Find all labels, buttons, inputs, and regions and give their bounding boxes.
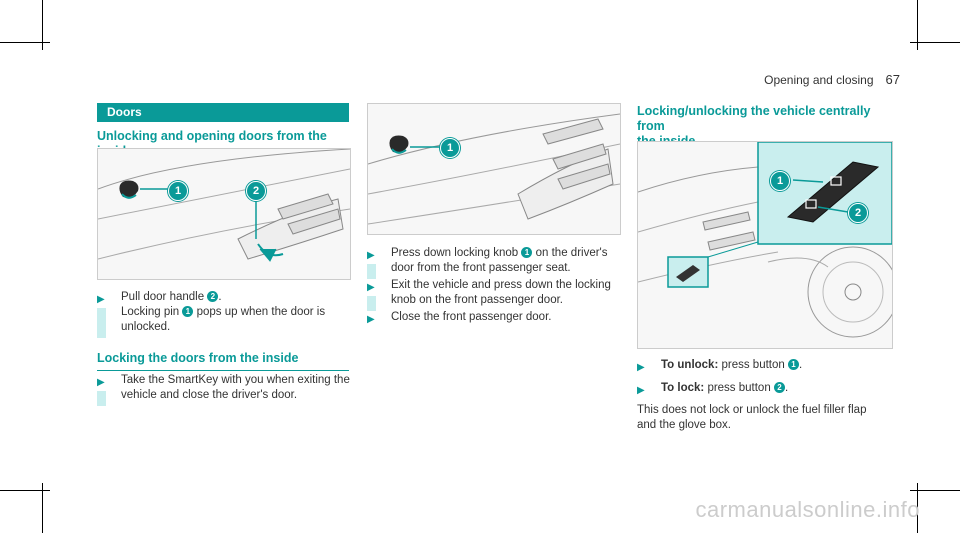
callout-1: 1 <box>770 171 790 191</box>
step-text: To lock: press button 2. <box>661 382 789 394</box>
number-badge: 1 <box>521 247 533 258</box>
step-text-part: Press down locking knob <box>391 247 519 259</box>
step-text: Press down locking knob 1 on the driver'… <box>391 246 641 276</box>
column-left: Doors Unlocking and opening doors from t… <box>97 103 349 164</box>
step-text-part: Pull door handle <box>121 291 205 303</box>
note-paragraph: This does not lock or unlock the fuel fi… <box>637 403 897 433</box>
section-title-locking: Locking the doors from the inside <box>97 351 349 371</box>
step-text-part: unlocked. <box>121 321 171 333</box>
crop-mark <box>0 42 50 43</box>
step-unlock: ▶ To unlock: press button 1. <box>637 358 897 378</box>
step-exit-vehicle: ▶ Exit the vehicle and press down the lo… <box>367 278 627 318</box>
figure-central-locking: 1 2 <box>637 141 893 349</box>
note-line: and the glove box. <box>637 419 731 431</box>
triangle-right-icon: ▶ <box>97 294 105 305</box>
step-text-part: door from the front passenger seat. <box>391 262 571 274</box>
page-number: 67 <box>885 72 900 87</box>
number-badge: 1 <box>787 359 799 370</box>
step-text: To unlock: press button 1. <box>661 359 803 371</box>
step-text: Close the front passenger door. <box>391 310 641 325</box>
section-locking-inside: Locking the doors from the inside <box>97 351 349 371</box>
section-banner: Doors <box>97 103 349 122</box>
number-badge: 2 <box>207 291 219 302</box>
crop-mark <box>917 0 918 50</box>
crop-mark <box>42 483 43 533</box>
step-text-part: Locking pin <box>121 306 180 318</box>
figure-locking-knob: 1 <box>367 103 621 235</box>
step-bar <box>97 308 106 338</box>
crop-mark <box>910 42 960 43</box>
step-text-part: pops up when the door is <box>196 306 326 318</box>
step-text-part: Take the SmartKey with you when exiting … <box>121 374 350 386</box>
page-header: Opening and closing 67 <box>764 72 900 87</box>
watermark: carmanualsonline.info <box>695 497 920 522</box>
callout-2: 2 <box>848 203 868 223</box>
step-text: Exit the vehicle and press down the lock… <box>391 278 641 308</box>
step-label: To unlock: <box>661 359 719 371</box>
step-lock: ▶ To lock: press button 2. <box>637 381 897 401</box>
step-pull-handle: ▶ Pull door handle 2. Locking pin 1 pops… <box>97 290 357 340</box>
step-bar <box>97 391 106 406</box>
step-text-part: Close the front passenger door. <box>391 311 552 323</box>
step-take-smartkey: ▶ Take the SmartKey with you when exitin… <box>97 373 357 413</box>
step-text-part: . <box>218 291 222 303</box>
header-title: Opening and closing <box>764 73 874 87</box>
number-badge: 2 <box>773 382 785 393</box>
crop-mark <box>0 490 50 491</box>
title-line: Locking/unlocking the vehicle centrally … <box>637 104 871 133</box>
figure-door-handle: 1 2 <box>97 148 351 280</box>
step-text-part: knob on the front passenger door. <box>391 294 563 306</box>
crop-mark <box>42 0 43 50</box>
step-text: Take the SmartKey with you when exiting … <box>121 373 371 403</box>
step-label: To lock: <box>661 382 705 394</box>
step-text-part: vehicle and close the driver's door. <box>121 389 298 401</box>
crop-mark <box>910 490 960 491</box>
triangle-right-icon: ▶ <box>97 377 105 388</box>
step-bar <box>367 296 376 311</box>
crop-mark <box>917 483 918 533</box>
step-text-part: press button <box>707 382 771 394</box>
triangle-right-icon: ▶ <box>367 250 375 261</box>
number-badge: 1 <box>182 306 194 317</box>
step-text: Pull door handle 2. Locking pin 1 pops u… <box>121 290 371 335</box>
step-text-part: on the driver's <box>535 247 608 259</box>
callout-1: 1 <box>168 181 188 201</box>
triangle-right-icon: ▶ <box>637 385 645 396</box>
triangle-right-icon: ▶ <box>367 282 375 293</box>
triangle-right-icon: ▶ <box>637 362 645 373</box>
callout-1: 1 <box>440 138 460 158</box>
callout-2: 2 <box>246 181 266 201</box>
step-bar <box>367 264 376 279</box>
step-text-part: Exit the vehicle and press down the lock… <box>391 279 611 291</box>
step-close-door: ▶ Close the front passenger door. <box>367 310 627 330</box>
step-press-knob: ▶ Press down locking knob 1 on the drive… <box>367 246 627 286</box>
note-line: This does not lock or unlock the fuel fi… <box>637 404 867 416</box>
step-text-part: press button <box>721 359 785 371</box>
triangle-right-icon: ▶ <box>367 314 375 325</box>
